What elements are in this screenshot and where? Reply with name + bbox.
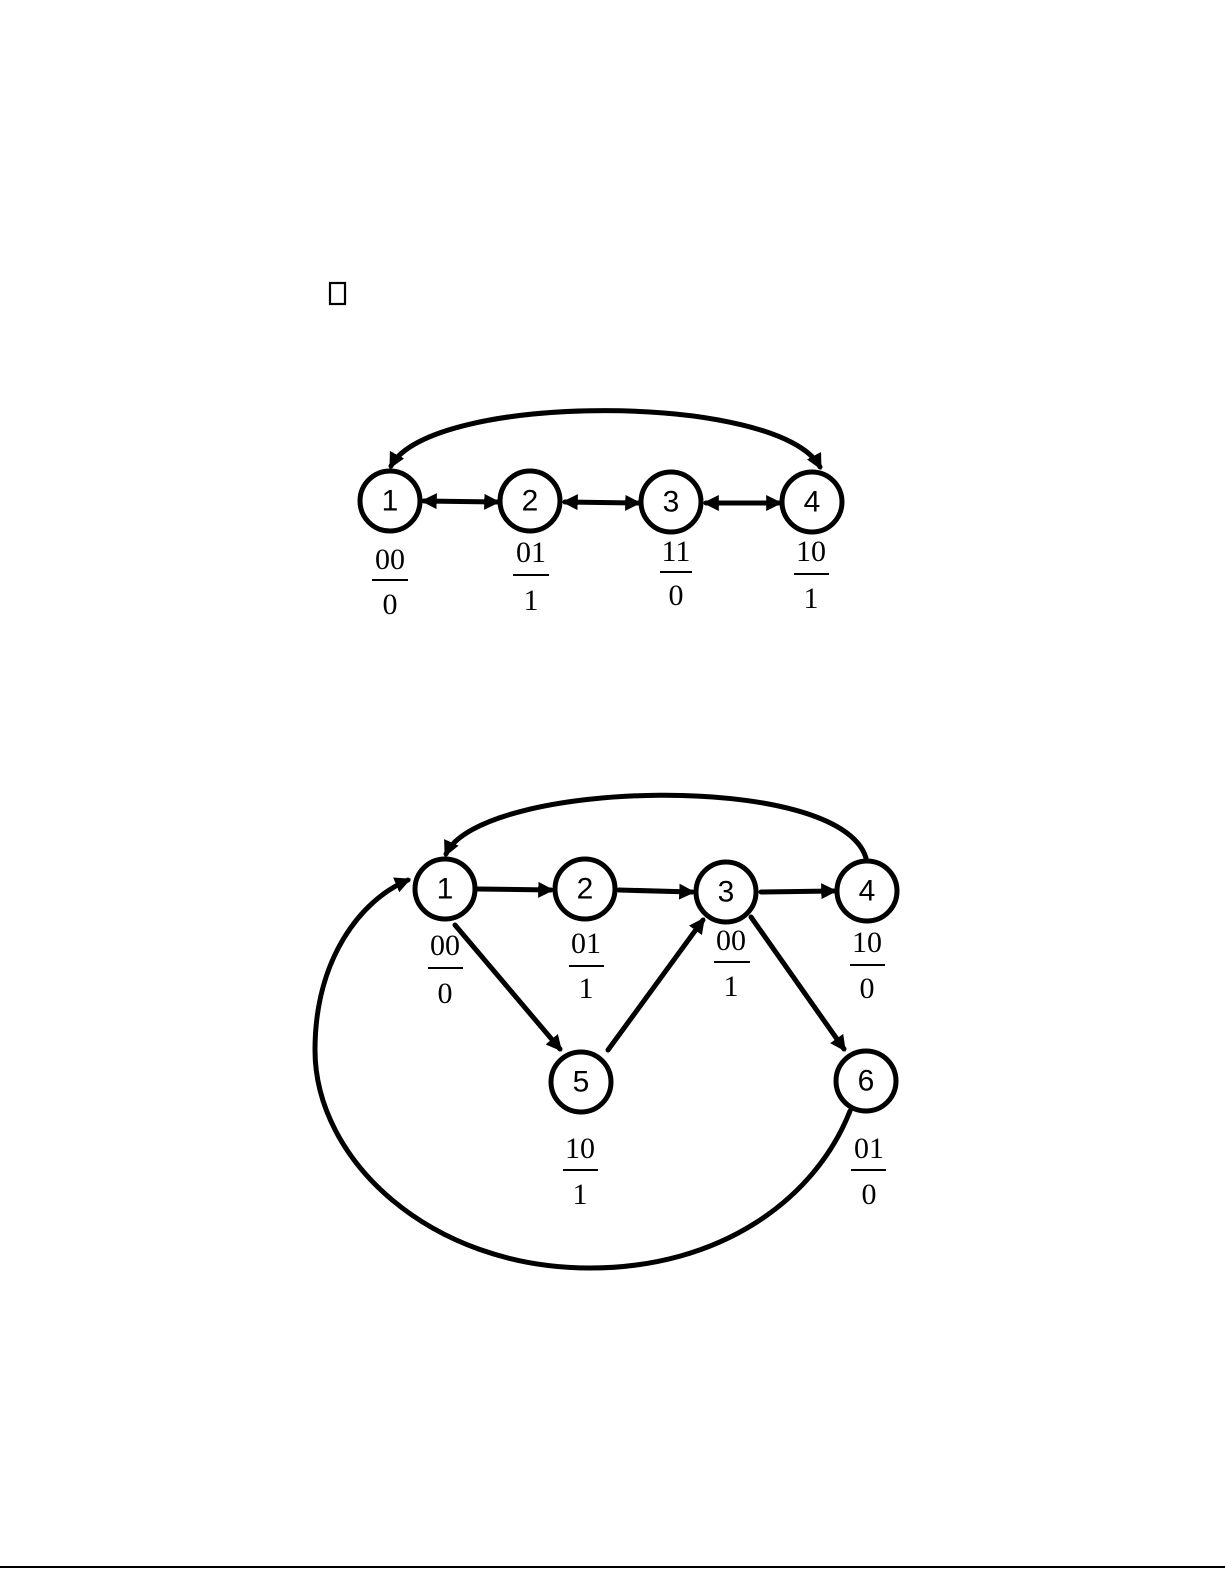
node-b-1-label: 1 (437, 873, 454, 906)
node-b-6-output: 0 (862, 1178, 877, 1211)
diagram-a-edges (391, 411, 820, 503)
node-a-2: 2 01 1 (500, 471, 560, 617)
node-b-2-output: 1 (579, 972, 594, 1005)
edge-b-5-3 (608, 920, 703, 1050)
node-a-1-code: 00 (375, 543, 405, 576)
node-a-4: 4 10 1 (782, 472, 842, 615)
node-a-3-output: 0 (669, 579, 684, 612)
node-a-4-code: 10 (796, 535, 826, 568)
node-b-3-label: 3 (718, 876, 735, 909)
node-a-3: 3 11 0 (641, 472, 701, 612)
edge-a-1-2 (424, 501, 497, 502)
node-a-2-code: 01 (516, 536, 546, 569)
node-a-4-label: 4 (804, 486, 821, 519)
node-a-3-label: 3 (663, 486, 680, 519)
node-b-3-output: 1 (724, 970, 739, 1003)
node-b-2-code: 01 (571, 927, 601, 960)
node-b-1-output: 0 (438, 977, 453, 1010)
node-a-4-output: 1 (804, 582, 819, 615)
node-b-1-code: 00 (430, 929, 460, 962)
node-b-4-output: 0 (860, 972, 875, 1005)
node-a-2-output: 1 (524, 584, 539, 617)
edge-a-1-4 (391, 411, 820, 467)
node-b-2: 2 01 1 (555, 859, 615, 1005)
node-b-6-label: 6 (858, 1065, 875, 1098)
diagram-a: 1 00 0 2 01 1 3 11 0 4 10 1 (360, 411, 842, 621)
node-b-4-label: 4 (859, 875, 876, 908)
diagram-b: 1 00 0 2 01 1 3 00 1 4 10 0 (315, 795, 897, 1268)
node-b-3-code: 00 (716, 924, 746, 957)
node-a-3-code: 11 (662, 535, 691, 568)
node-b-5-output: 1 (573, 1178, 588, 1211)
edge-b-1-2 (478, 889, 551, 890)
edge-b-3-6 (751, 917, 844, 1049)
node-b-4: 4 10 0 (837, 861, 897, 1005)
node-b-4-code: 10 (852, 926, 882, 959)
node-b-6-code: 01 (854, 1132, 884, 1165)
edge-a-2-3 (565, 502, 638, 503)
node-b-3: 3 00 1 (696, 862, 756, 1003)
node-a-2-label: 2 (522, 485, 539, 518)
node-b-2-label: 2 (577, 873, 594, 906)
node-a-1-label: 1 (382, 485, 399, 518)
node-b-6: 6 01 0 (836, 1051, 896, 1211)
node-b-5-code: 10 (565, 1132, 595, 1165)
missing-glyph-icon (330, 283, 345, 304)
edge-b-4-1 (446, 795, 866, 858)
node-b-5: 5 10 1 (551, 1052, 611, 1211)
edge-b-1-5 (455, 925, 560, 1049)
edge-b-3-4 (761, 891, 834, 892)
node-b-5-label: 5 (573, 1066, 590, 1099)
edge-b-2-3 (619, 890, 692, 892)
node-a-1-output: 0 (383, 588, 398, 621)
node-a-1: 1 00 0 (360, 471, 420, 621)
